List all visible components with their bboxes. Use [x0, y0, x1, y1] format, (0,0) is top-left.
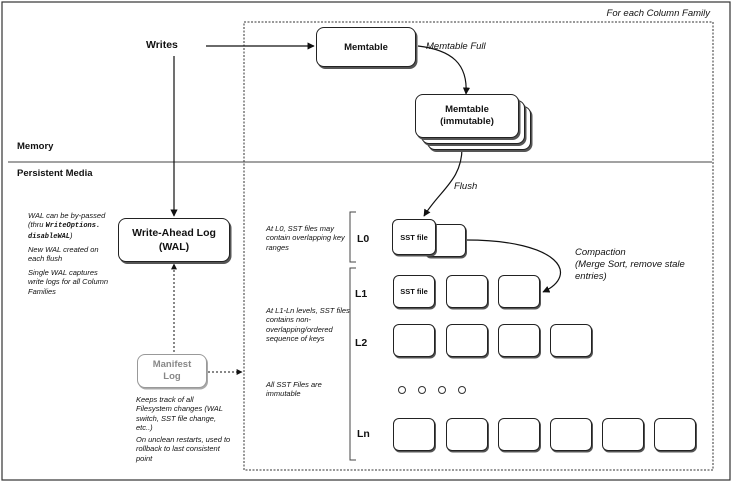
flush-arrow — [423, 147, 463, 217]
wal-new-note: New WAL created on each flush — [28, 245, 99, 264]
flush-label: Flush — [454, 181, 478, 192]
immutable-note: All SST Files are immutable — [266, 380, 322, 399]
compaction-label: Compaction (Merge Sort, remove stale ent… — [575, 247, 685, 282]
manifest-log-box: Manifest Log — [137, 354, 207, 388]
level-label-l1: L1 — [355, 288, 368, 300]
sst-file-l1: SST file — [393, 275, 435, 308]
manifest-track-note: Keeps track of all Filesystem changes (W… — [136, 395, 223, 433]
column-family-frame-title: For each Column Family — [606, 8, 710, 19]
sst-file-l2 — [393, 324, 435, 357]
wal-single-note: Single WAL captures write logs for all C… — [28, 268, 109, 296]
l1-ln-note: At L1-Ln levels, SST files contains non-… — [266, 306, 350, 344]
memtable-label: Memtable — [344, 41, 388, 53]
sst-file-ln — [602, 418, 644, 451]
sst-file-ln — [498, 418, 540, 451]
writes-label: Writes — [146, 39, 178, 51]
column-family-frame — [243, 21, 714, 471]
sst-file-label: SST file — [400, 232, 428, 242]
ellipsis-dot — [458, 386, 466, 394]
sst-file-l2 — [498, 324, 540, 357]
sst-file-l0: SST file — [392, 219, 436, 255]
compaction-arrow — [465, 239, 561, 293]
sst-file-l2 — [446, 324, 488, 357]
manifest-log-label: Manifest Log — [152, 359, 192, 382]
wal-label: Write-Ahead Log (WAL) — [132, 226, 216, 253]
l0-note: At L0, SST files may contain overlapping… — [266, 224, 345, 252]
sst-file-ln — [393, 418, 435, 451]
sst-file-l1 — [498, 275, 540, 308]
l1-ln-bracket — [349, 267, 356, 461]
sst-file-ln — [550, 418, 592, 451]
memtable-full-label: Memtable Full — [426, 41, 486, 52]
sst-file-l2 — [550, 324, 592, 357]
sst-file-ln — [446, 418, 488, 451]
immutable-memtable-label: Memtable (immutable) — [440, 103, 494, 127]
sst-file-l1 — [446, 275, 488, 308]
l0-bracket — [349, 211, 356, 263]
level-label-l2: L2 — [355, 337, 368, 349]
ellipsis-dot — [398, 386, 406, 394]
memory-label: Memory — [17, 141, 54, 152]
level-label-ln: Ln — [357, 428, 370, 440]
sst-file-ln — [654, 418, 696, 451]
immutable-memtable-box: Memtable (immutable) — [415, 94, 519, 138]
sst-file-label: SST file — [400, 287, 428, 296]
manifest-restart-note: On unclean restarts, used to rollback to… — [136, 435, 231, 463]
persistent-media-label: Persistent Media — [17, 168, 93, 179]
wal-box: Write-Ahead Log (WAL) — [118, 218, 230, 262]
wal-bypass-note: WAL can be by-passed (thru WriteOptions.… — [28, 211, 106, 242]
memtable-full-arrow — [417, 45, 471, 95]
ellipsis-dot — [418, 386, 426, 394]
ellipsis-dot — [438, 386, 446, 394]
level-label-l0: L0 — [357, 233, 370, 245]
memtable-box: Memtable — [316, 27, 416, 67]
